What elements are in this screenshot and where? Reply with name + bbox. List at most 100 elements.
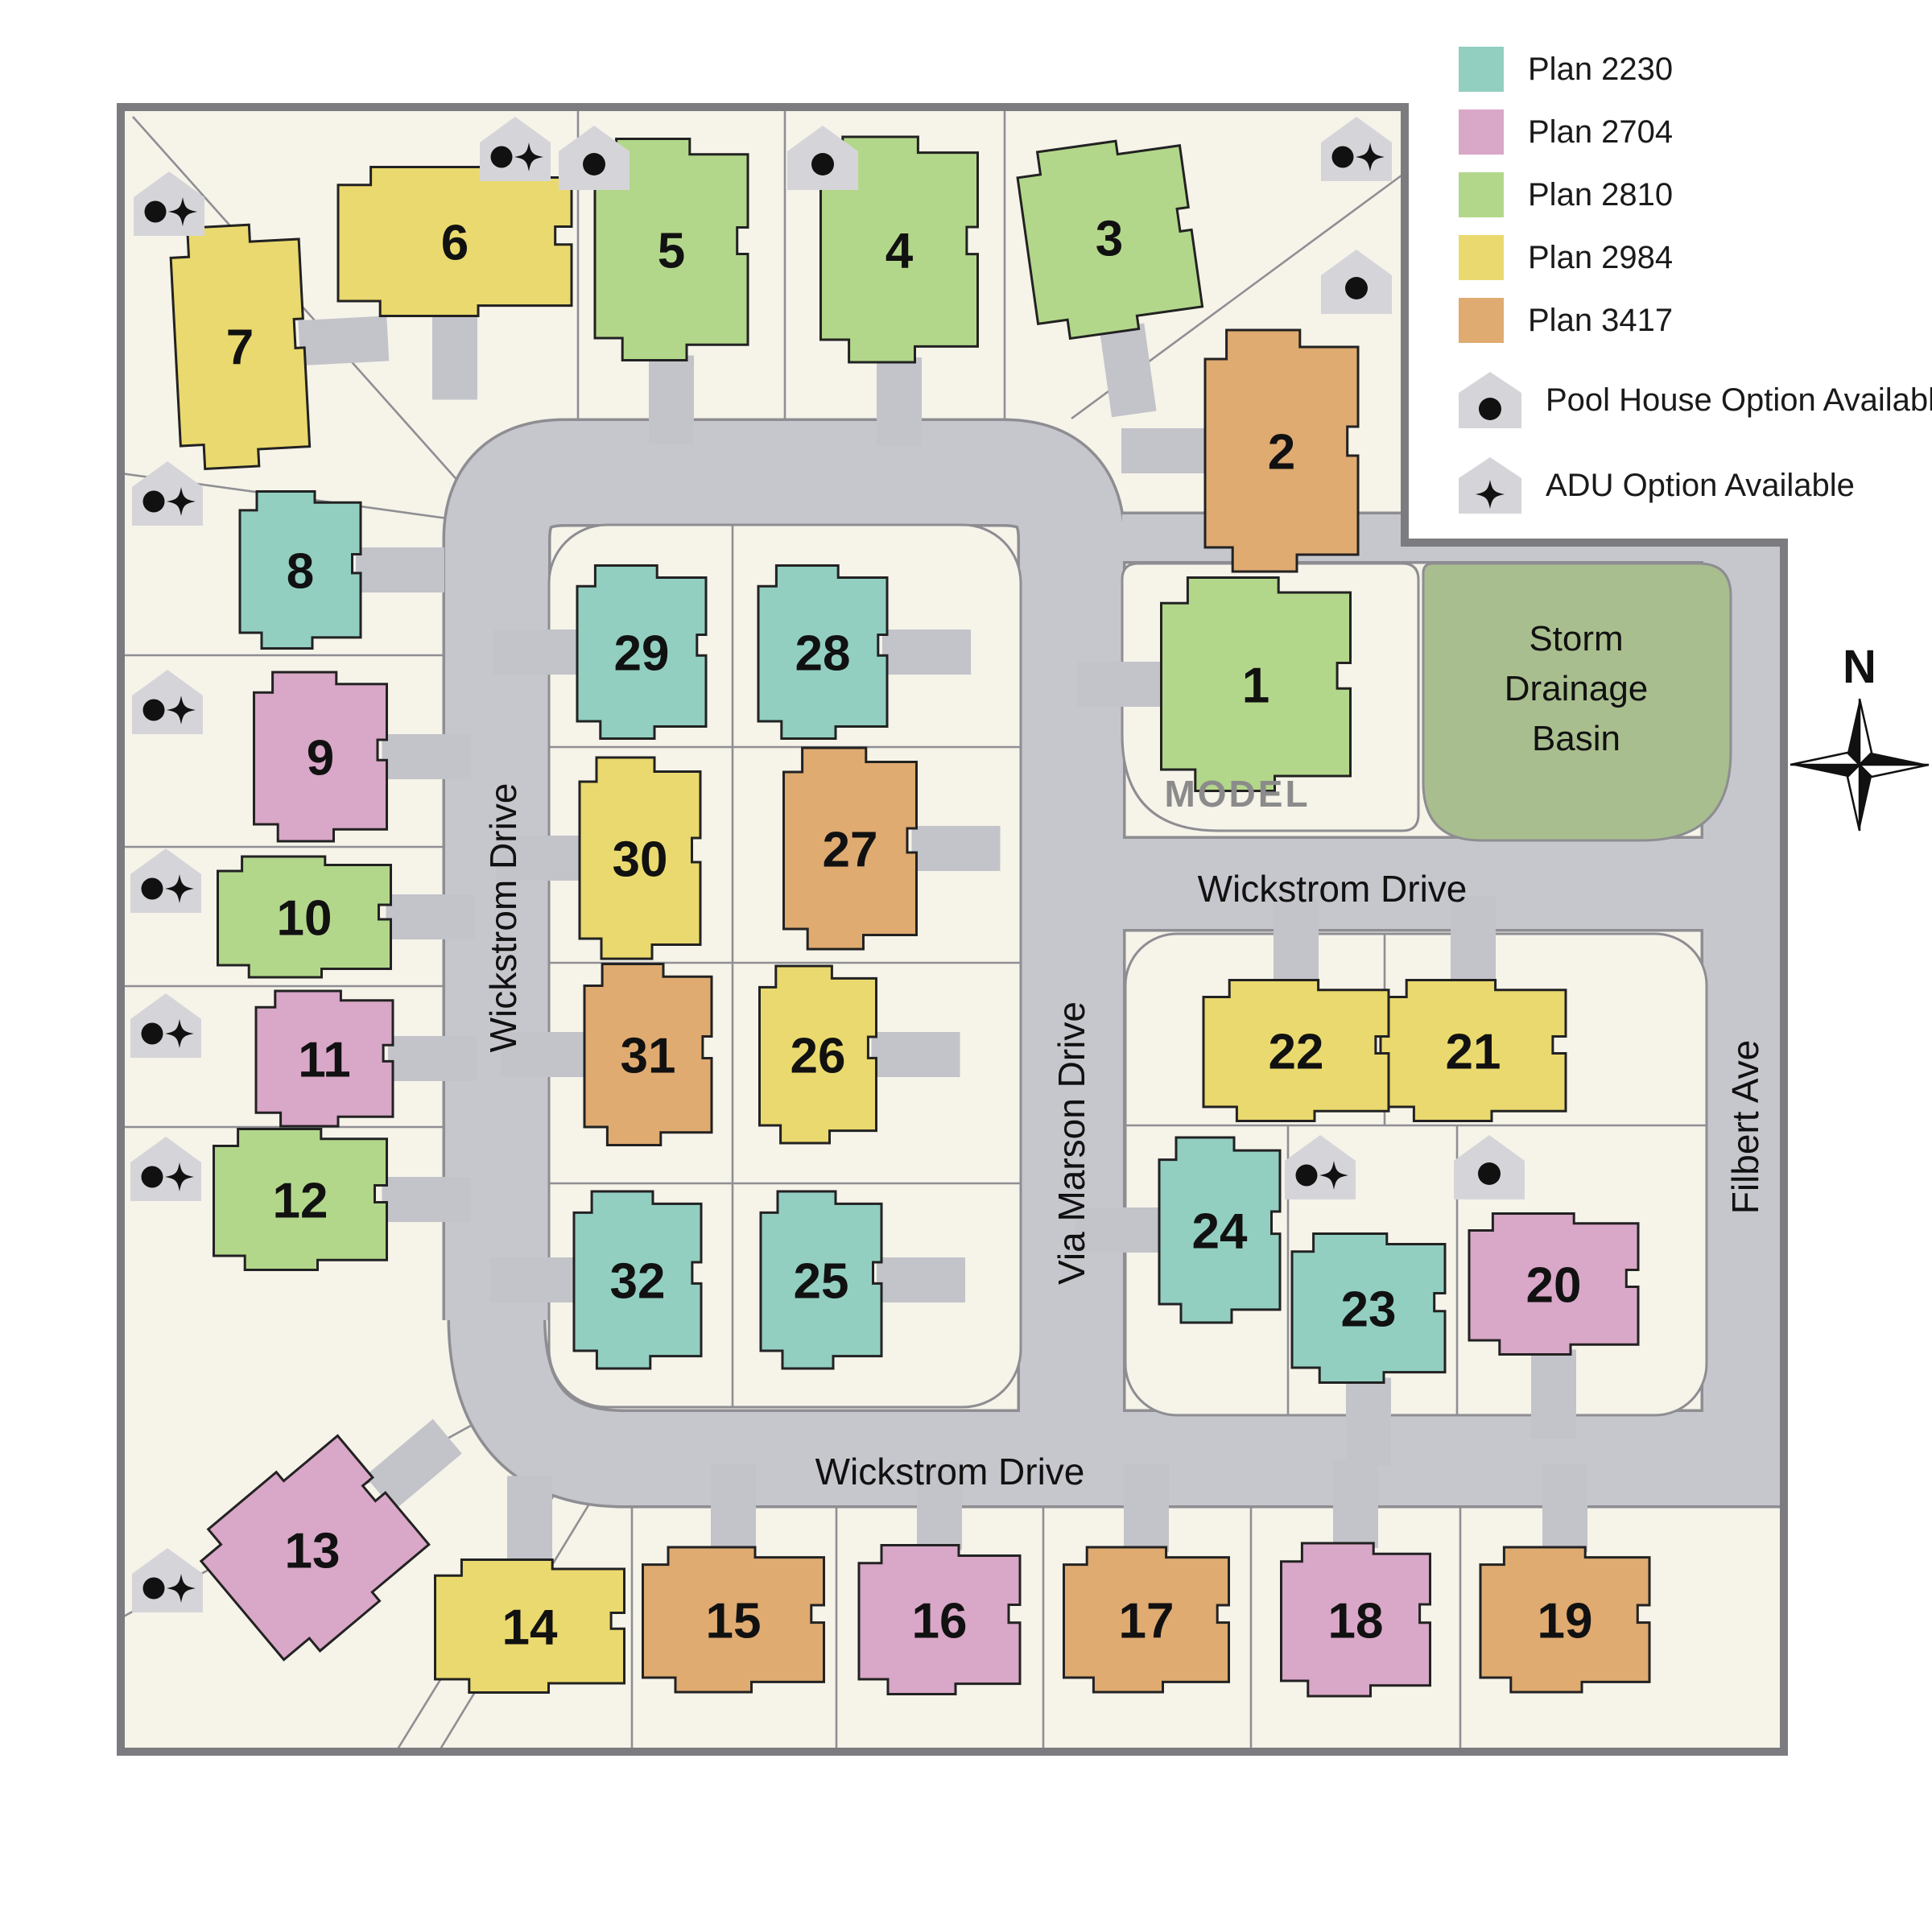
lot-29[interactable]: 29 — [576, 564, 708, 740]
lot-6[interactable]: 6 — [336, 166, 573, 317]
site-boundary — [117, 103, 1788, 1756]
driveway — [493, 630, 582, 675]
adu-star-icon — [167, 1574, 196, 1603]
lot-22-house[interactable] — [1202, 979, 1390, 1122]
driveway — [382, 1177, 471, 1222]
lot-12[interactable]: 12 — [213, 1128, 388, 1271]
lot-4[interactable]: 4 — [819, 135, 979, 364]
lot-12-badge — [130, 1137, 201, 1201]
lot-16[interactable]: 16 — [857, 1544, 1022, 1695]
lot-16-house[interactable] — [857, 1544, 1022, 1695]
pool-house-icon — [1331, 146, 1354, 168]
lot-31-house[interactable] — [583, 963, 713, 1146]
lot-14[interactable]: 14 — [434, 1558, 625, 1694]
lot-30[interactable]: 30 — [578, 756, 702, 960]
lot-21-number: 21 — [1446, 1024, 1501, 1080]
lot-26[interactable]: 26 — [758, 964, 877, 1145]
lot-11-number: 11 — [298, 1032, 351, 1088]
driveway — [877, 1257, 965, 1302]
driveway — [1451, 896, 1496, 985]
lot-1[interactable]: 1 — [1160, 576, 1352, 792]
lot-22[interactable]: 22 — [1202, 979, 1390, 1122]
legend-plan-2984: Plan 2984 — [1459, 235, 1932, 280]
lot-10-badge — [130, 848, 201, 913]
driveway — [496, 836, 584, 881]
compass-rose-icon — [1790, 698, 1930, 832]
lot-11-house[interactable] — [254, 989, 394, 1128]
lot-32-house[interactable] — [572, 1190, 703, 1370]
lot-31-number: 31 — [621, 1028, 676, 1084]
lot-2[interactable]: 2 — [1203, 328, 1360, 573]
lot-7[interactable]: 7 — [169, 222, 312, 471]
lot-25-house[interactable] — [759, 1190, 883, 1370]
driveway — [917, 1461, 962, 1550]
lot-26-house[interactable] — [758, 964, 877, 1145]
lot-22-number: 22 — [1269, 1024, 1324, 1080]
lot-27[interactable]: 27 — [782, 746, 918, 951]
lot-8-house[interactable] — [238, 490, 362, 650]
lot-13-house[interactable] — [188, 1427, 436, 1673]
lot-27-house[interactable] — [782, 746, 918, 951]
lot-1-house[interactable] — [1160, 576, 1352, 792]
lot-15[interactable]: 15 — [642, 1546, 825, 1694]
block-divider-lines — [549, 525, 1707, 1415]
driveway — [501, 1032, 589, 1077]
driveway — [507, 1476, 552, 1565]
lot-23-house[interactable] — [1290, 1232, 1447, 1384]
lot-5-house[interactable] — [593, 138, 749, 361]
lot-6-house[interactable] — [336, 166, 573, 317]
lot-12-house[interactable] — [213, 1128, 388, 1271]
lot-14-number: 14 — [502, 1600, 558, 1655]
lot-9[interactable]: 9 — [253, 671, 388, 843]
lot-2-house[interactable] — [1203, 328, 1360, 573]
lot-13[interactable]: 13 — [188, 1427, 436, 1673]
lot-15-house[interactable] — [642, 1546, 825, 1694]
lot-5[interactable]: 5 — [593, 138, 749, 361]
lot-18[interactable]: 18 — [1280, 1542, 1431, 1698]
lot-3[interactable]: 3 — [1014, 132, 1204, 342]
lot-28[interactable]: 28 — [757, 564, 889, 740]
lot-17[interactable]: 17 — [1063, 1546, 1230, 1694]
lot-19-number: 19 — [1538, 1593, 1593, 1649]
lot-32[interactable]: 32 — [572, 1190, 703, 1370]
lot-24[interactable]: 24 — [1158, 1136, 1282, 1324]
lot-21[interactable]: 21 — [1379, 979, 1567, 1122]
lot-17-house[interactable] — [1063, 1546, 1230, 1694]
lot-29-house[interactable] — [576, 564, 708, 740]
lot-25[interactable]: 25 — [759, 1190, 883, 1370]
lot-11[interactable]: 11 — [254, 989, 394, 1128]
street-label-4: Filbert Ave — [1724, 1040, 1766, 1214]
lot-31[interactable]: 31 — [583, 963, 713, 1146]
lot-4-house[interactable] — [819, 135, 979, 364]
plan-2810-swatch — [1459, 172, 1504, 217]
lot-20-house[interactable] — [1468, 1212, 1640, 1356]
lot-10-house[interactable] — [217, 855, 392, 979]
lot-9-house[interactable] — [253, 671, 388, 843]
lot-19-house[interactable] — [1479, 1546, 1651, 1694]
lot-30-house[interactable] — [578, 756, 702, 960]
lot-11-badge — [130, 993, 201, 1058]
lot-3-house[interactable] — [1014, 132, 1204, 342]
lot-23[interactable]: 23 — [1290, 1232, 1447, 1384]
lot-24-house[interactable] — [1158, 1136, 1282, 1324]
lot-4-number: 4 — [886, 223, 914, 279]
compass-point-light — [1790, 751, 1863, 766]
lot-10[interactable]: 10 — [217, 855, 392, 979]
lot-21-house[interactable] — [1379, 979, 1567, 1122]
driveway — [298, 316, 390, 366]
lot-7-house[interactable] — [169, 222, 312, 471]
lot-19[interactable]: 19 — [1479, 1546, 1651, 1694]
lot-14-house[interactable] — [434, 1558, 625, 1694]
lot-28-house[interactable] — [757, 564, 889, 740]
lot-9-badge — [132, 670, 203, 734]
lot-8[interactable]: 8 — [238, 490, 362, 650]
lot-20[interactable]: 20 — [1468, 1212, 1640, 1356]
pool-house-icon — [1459, 372, 1521, 428]
lot-18-house[interactable] — [1280, 1542, 1431, 1698]
roads — [445, 421, 1784, 1505]
storm-drainage-basin — [1422, 562, 1732, 842]
model-label: MODEL — [1164, 773, 1310, 815]
driveway — [432, 311, 477, 400]
lot-8-badge — [132, 461, 203, 526]
